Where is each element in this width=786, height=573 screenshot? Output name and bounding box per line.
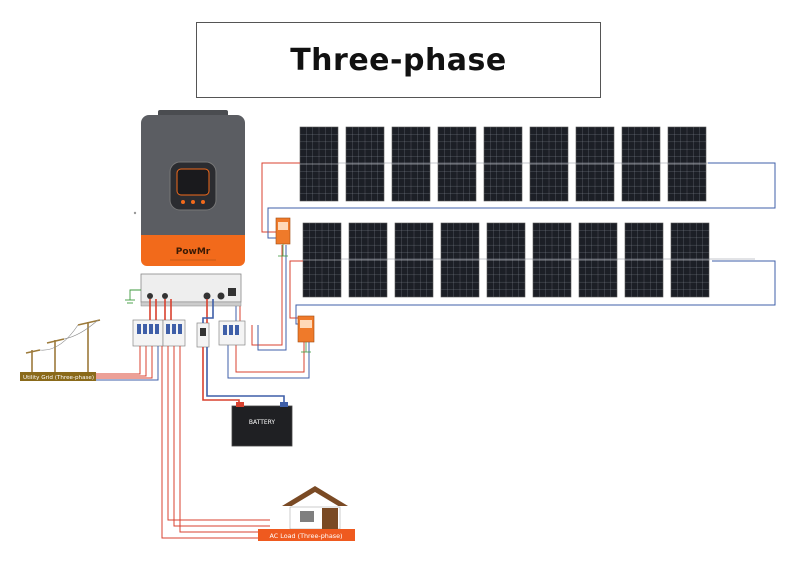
battery: BATTERY: [231, 402, 293, 447]
solar-panel: [394, 222, 434, 298]
inverter-ac-wiring: [149, 299, 214, 323]
utility-grid-label: Utility Grid (Three-phase): [20, 372, 96, 381]
utility-grid-text: Utility Grid (Three-phase): [23, 375, 94, 381]
ac-load-text: AC Load (Three-phase): [270, 532, 343, 540]
solar-panel: [670, 222, 710, 298]
pv-array: [299, 126, 755, 298]
inverter-ground: [125, 289, 141, 304]
solar-panel: [624, 222, 664, 298]
solar-panel: [391, 126, 431, 202]
solar-panel: [486, 222, 526, 298]
grid-wiring: [96, 346, 159, 381]
ac-load-label: AC Load (Three-phase): [258, 529, 355, 541]
solar-panel: [437, 126, 477, 202]
solar-panel: [348, 222, 388, 298]
solar-panel: [578, 222, 618, 298]
title-box: Three-phase: [196, 22, 601, 98]
solar-panel: [667, 126, 707, 202]
solar-panel: [302, 222, 342, 298]
solar-panel: [621, 126, 661, 202]
inverter-terminal-base: [140, 273, 242, 307]
solar-panel: [483, 126, 523, 202]
pv-combiner-bottom: [297, 315, 315, 353]
pv-breaker-bank: [218, 320, 246, 346]
solar-panel: [299, 126, 339, 202]
solar-panel: [345, 126, 385, 202]
ac-breaker-bank: [132, 319, 186, 347]
inverter: PowMr: [141, 110, 245, 266]
page-title: Three-phase: [290, 42, 507, 78]
solar-panel: [532, 222, 572, 298]
solar-panel: [440, 222, 480, 298]
solar-panel: [575, 126, 615, 202]
battery-label: BATTERY: [249, 419, 276, 426]
load-wiring: [161, 346, 270, 539]
battery-breaker: [196, 322, 210, 348]
utility-grid-poles: [25, 319, 101, 372]
pv-combiner-top: [275, 217, 291, 257]
house: [282, 486, 348, 530]
inverter-brand-label: PowMr: [176, 247, 211, 257]
solar-panel: [529, 126, 569, 202]
